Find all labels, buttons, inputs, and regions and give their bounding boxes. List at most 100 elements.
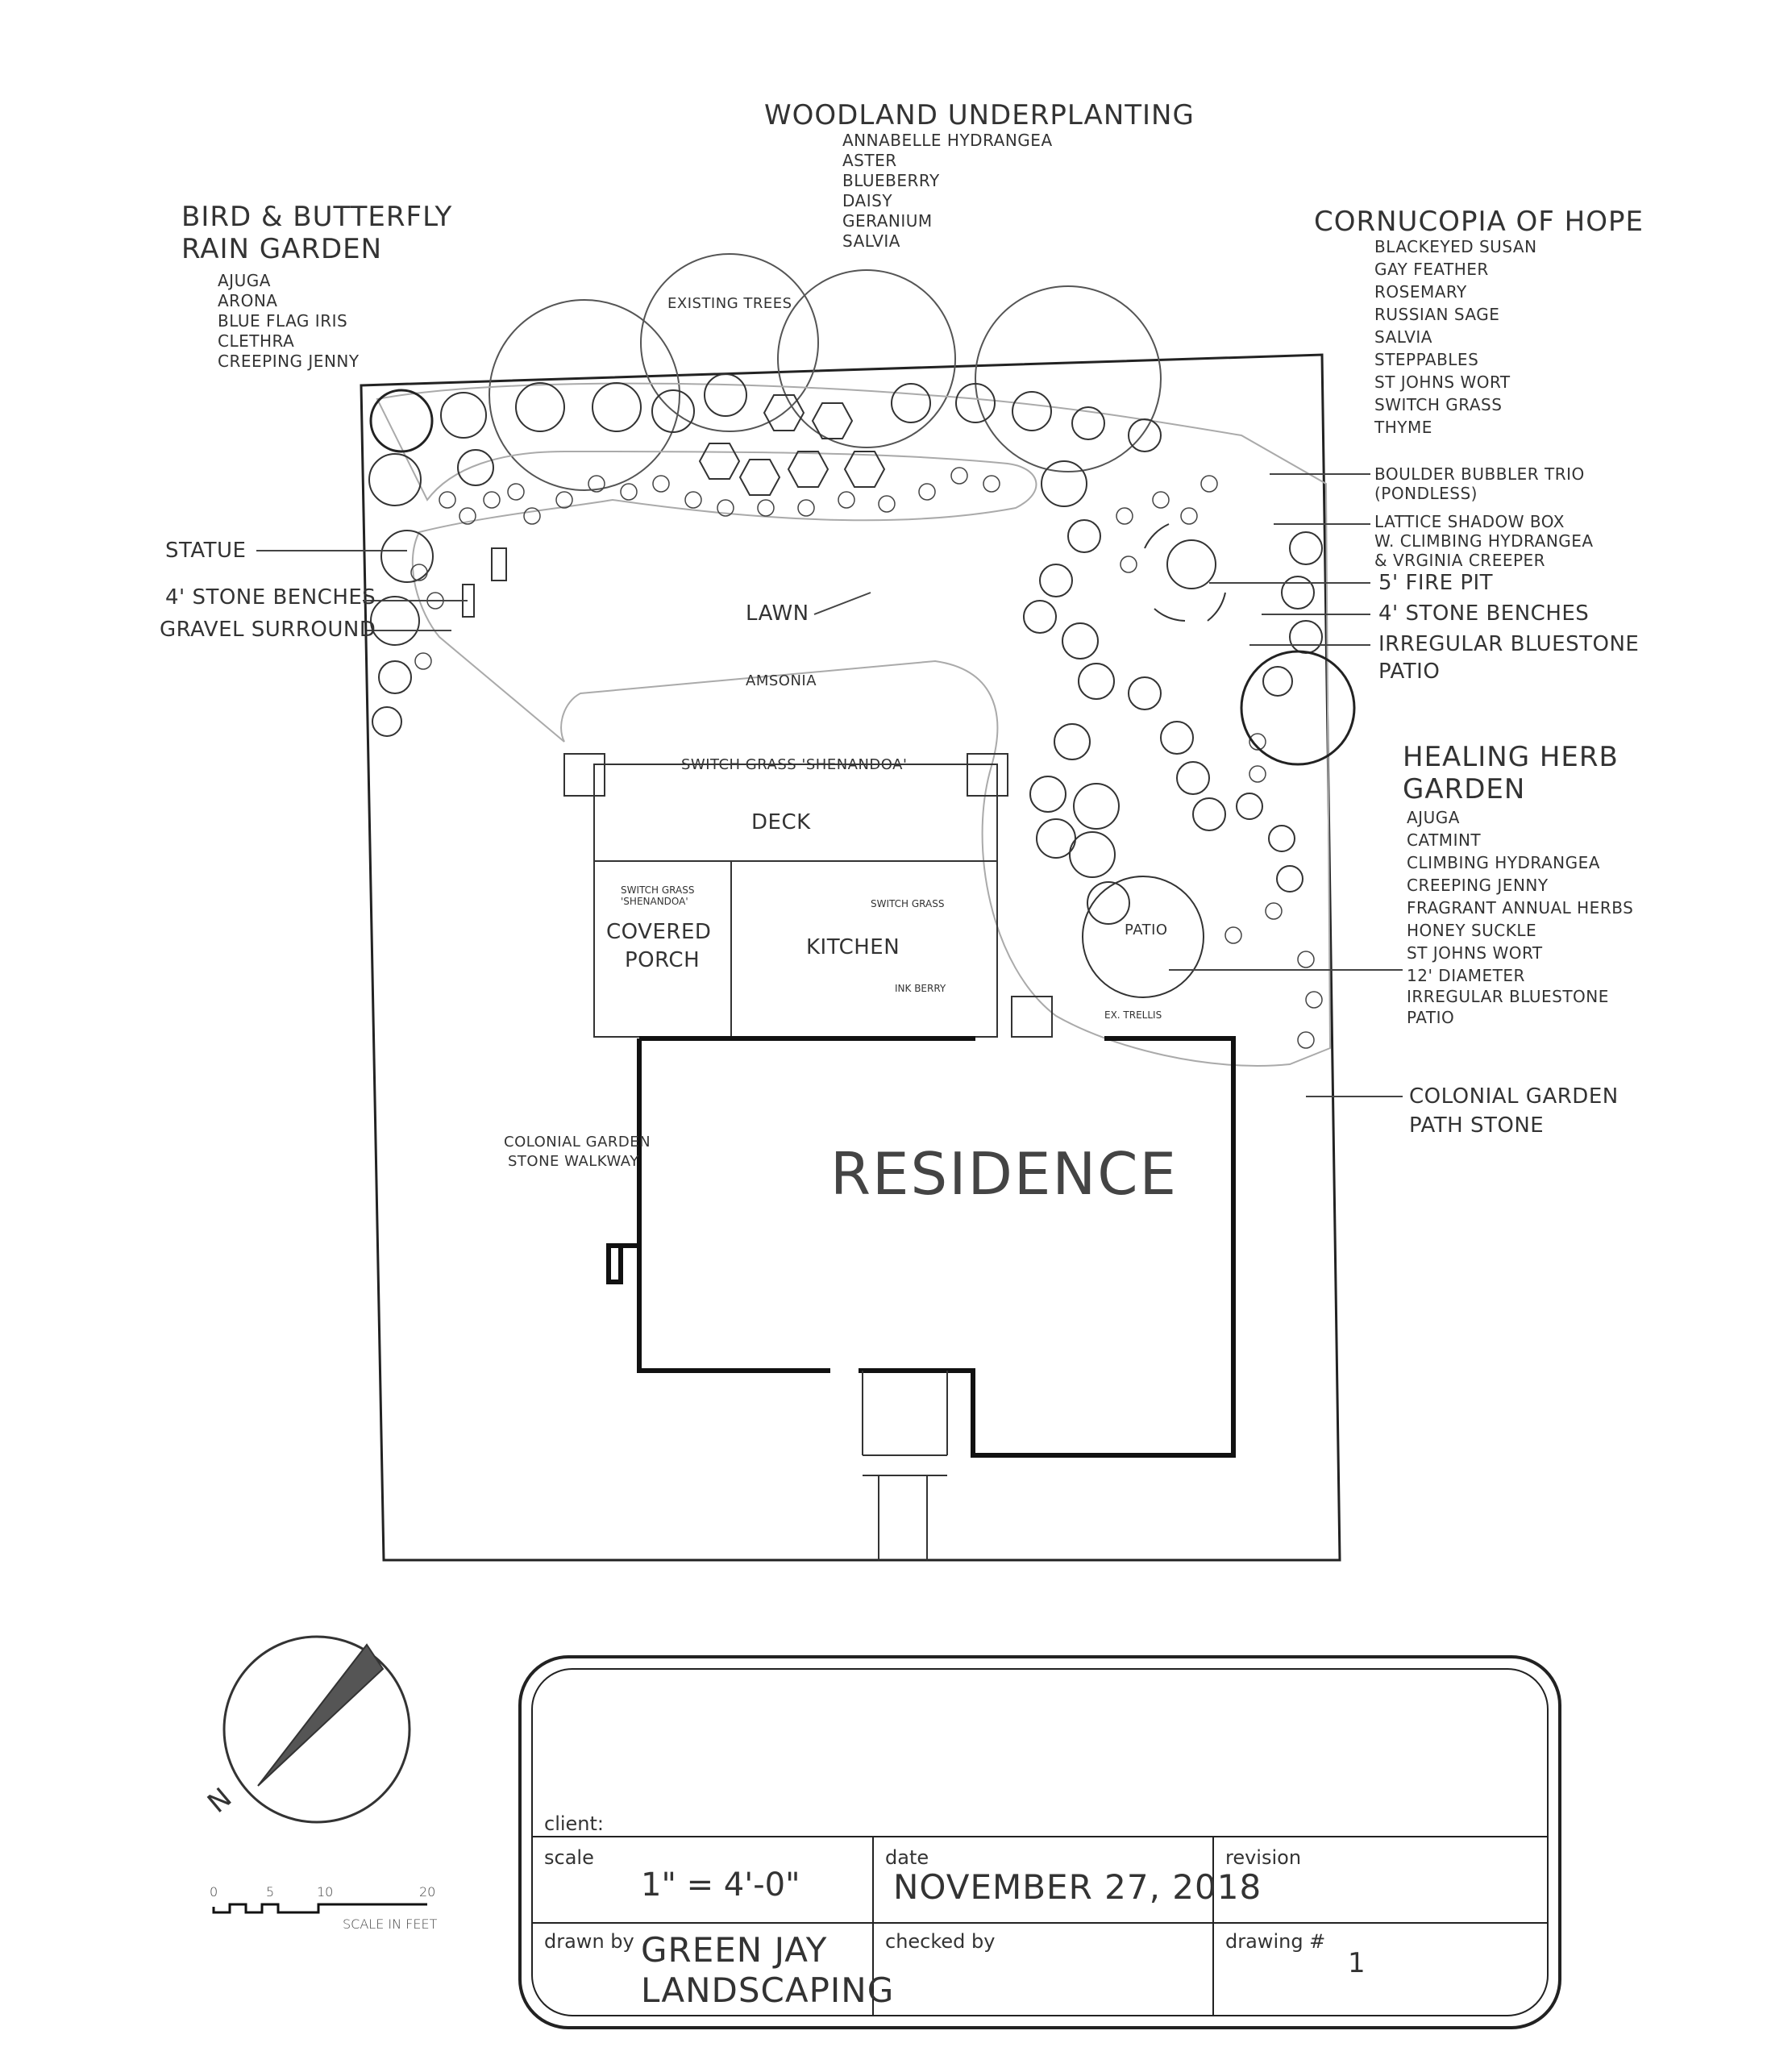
healing-plant: FRAGRANT ANNUAL HERBS [1407, 898, 1634, 918]
gravel-label: GRAVEL SURROUND [160, 618, 376, 642]
diameter-label-2: IRREGULAR BLUESTONE [1407, 987, 1609, 1006]
bird-garden-title-2: RAIN GARDEN [181, 233, 383, 265]
drawn-by-value-2: LANDSCAPING [641, 1970, 895, 2010]
drawing-number-label: drawing # [1225, 1930, 1326, 1953]
bird-garden-plant: CREEPING JENNY [218, 352, 360, 371]
drawn-by-value-1: GREEN JAY [641, 1930, 828, 1970]
woodland-plant: ANNABELLE HYDRANGEA [842, 131, 1053, 150]
bluestone-label-1: IRREGULAR BLUESTONE [1378, 632, 1640, 656]
ink-berry-label: INK BERRY [895, 983, 946, 994]
woodland-title: WOODLAND UNDERPLANTING [764, 99, 1195, 131]
healing-plant: CREEPING JENNY [1407, 876, 1549, 895]
scale-value: 1" = 4'-0" [641, 1866, 800, 1904]
checked-by-label: checked by [885, 1930, 996, 1953]
bluestone-label-2: PATIO [1378, 660, 1441, 684]
switch-grass-right: SWITCH GRASS [871, 898, 945, 909]
date-label: date [885, 1846, 929, 1869]
benches-right-label: 4' STONE BENCHES [1378, 601, 1590, 626]
switch-grass-small-2: 'SHENANDOA' [621, 896, 688, 907]
cornucopia-plant: BLACKEYED SUSAN [1374, 237, 1537, 256]
benches-left-label: 4' STONE BENCHES [165, 585, 376, 610]
umbrella-tree-right [1240, 650, 1356, 766]
lattice-label-2: W. CLIMBING HYDRANGEA [1374, 531, 1594, 551]
healing-title-1: HEALING HERB [1403, 741, 1619, 773]
small-shrubs [410, 467, 1323, 1049]
scale-label: scale [544, 1846, 594, 1869]
healing-plant: CLIMBING HYDRANGEA [1407, 853, 1600, 872]
scale-tick-20: 20 [419, 1884, 435, 1900]
lawn-label: LAWN [746, 601, 809, 626]
diameter-label-1: 12' DIAMETER [1407, 966, 1525, 985]
hexagon-shrubs [698, 394, 886, 496]
property-boundary [360, 353, 1341, 1562]
covered-porch-label-2: PORCH [625, 948, 701, 972]
switch-shenandoa-label: SWITCH GRASS 'SHENANDOA' [681, 756, 908, 773]
cornucopia-plant: GAY FEATHER [1374, 260, 1489, 279]
boulder-label-2: (PONDLESS) [1374, 484, 1478, 503]
cornucopia-title: CORNUCOPIA OF HOPE [1314, 206, 1644, 238]
deck-label: DECK [751, 810, 811, 834]
bird-garden-title-1: BIRD & BUTTERFLY [181, 201, 453, 233]
revision-label: revision [1225, 1846, 1302, 1869]
north-label: N [202, 1782, 238, 1820]
fire-pit-label: 5' FIRE PIT [1378, 571, 1494, 595]
covered-porch-label-1: COVERED [606, 920, 712, 944]
round-patio [1082, 876, 1204, 998]
cornucopia-plant: SALVIA [1374, 327, 1432, 347]
healing-plant: CATMINT [1407, 830, 1482, 850]
residence-outline [606, 1036, 1236, 1458]
residence-label: RESIDENCE [830, 1140, 1179, 1208]
healing-plant: HONEY SUCKLE [1407, 921, 1537, 940]
umbrella-tree-left [369, 389, 434, 453]
path-stone-label-2: PATH STONE [1409, 1113, 1545, 1138]
patio-label: PATIO [1125, 922, 1168, 938]
ex-trellis-label: EX. TRELLIS [1104, 1009, 1162, 1021]
woodland-plant: BLUEBERRY [842, 171, 940, 190]
garden-bed-outline [376, 382, 1332, 1067]
cornucopia-plant: SWITCH GRASS [1374, 395, 1503, 414]
scale-tick-10: 10 [317, 1884, 333, 1900]
woodland-plant: SALVIA [842, 231, 900, 251]
cornucopia-plant: THYME [1374, 418, 1432, 437]
bird-garden-plant: BLUE FLAG IRIS [218, 311, 348, 331]
title-block [518, 1655, 1561, 2029]
drawing-number-value: 1 [1348, 1947, 1366, 1979]
cornucopia-plant: RUSSIAN SAGE [1374, 305, 1500, 324]
cornucopia-plant: STEPPABLES [1374, 350, 1479, 369]
drawn-by-label: drawn by [544, 1930, 634, 1953]
kitchen-label: KITCHEN [806, 935, 900, 959]
statue [491, 547, 507, 581]
boulder-label-1: BOULDER BUBBLER TRIO [1374, 464, 1585, 484]
scale-bar [212, 1903, 427, 1914]
existing-trees-label: EXISTING TREES [667, 295, 792, 312]
front-steps [862, 1371, 948, 1560]
bird-garden-plant: AJUGA [218, 271, 271, 290]
woodland-plant: ASTER [842, 151, 897, 170]
existing-trees [489, 253, 1162, 491]
switch-grass-small-1: SWITCH GRASS [621, 884, 695, 896]
path-stone-label-1: COLONIAL GARDEN [1409, 1084, 1619, 1109]
healing-plant: AJUGA [1407, 808, 1460, 827]
scale-tick-5: 5 [266, 1884, 274, 1900]
cornucopia-plant: ST JOHNS WORT [1374, 372, 1511, 392]
bird-garden-plant: ARONA [218, 291, 278, 310]
healing-title-2: GARDEN [1403, 773, 1526, 805]
lattice-label-3: & VRGINIA CREEPER [1374, 551, 1546, 570]
woodland-plant: DAISY [842, 191, 893, 210]
scale-tick-0: 0 [210, 1884, 218, 1900]
colonial-walkway-label-1: COLONIAL GARDEN [504, 1134, 651, 1151]
amsonia-label: AMSONIA [746, 672, 817, 689]
bird-garden-plant: CLETHRA [218, 331, 295, 351]
cornucopia-plant: ROSEMARY [1374, 282, 1467, 302]
diameter-label-3: PATIO [1407, 1008, 1455, 1027]
date-value: NOVEMBER 27, 2018 [893, 1867, 1262, 1907]
leader-lines [256, 473, 1403, 1097]
scale-bar-label: SCALE IN FEET [343, 1916, 438, 1932]
north-arrow [222, 1635, 411, 1824]
client-label: client: [544, 1812, 605, 1835]
woodland-plant: GERANIUM [842, 211, 933, 231]
fire-pit-area [1144, 523, 1226, 622]
colonial-walkway-label-2: STONE WALKWAY [508, 1153, 639, 1170]
healing-plant: ST JOHNS WORT [1407, 943, 1543, 963]
